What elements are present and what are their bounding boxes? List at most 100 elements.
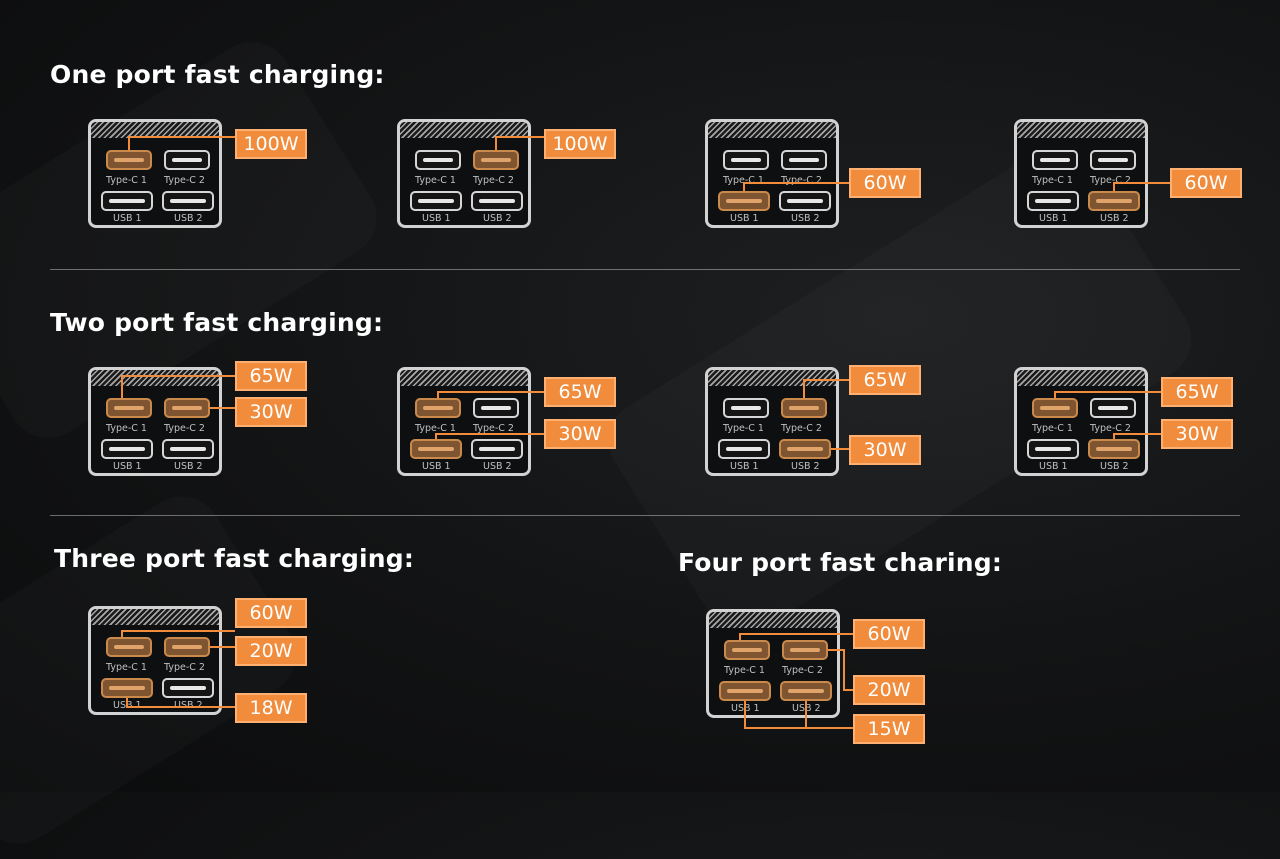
type-c-1-port — [106, 398, 152, 418]
usb-2-label: USB 2 — [174, 213, 203, 224]
type-c-1-port — [1032, 398, 1078, 418]
type-c-2-port — [1090, 398, 1136, 418]
power-badge: 20W — [235, 636, 307, 666]
wire-lines — [743, 182, 849, 191]
usb-2-label: USB 2 — [483, 213, 512, 224]
type-c-1-port — [723, 150, 769, 170]
usb-2-port — [162, 191, 214, 211]
charger-diagram: Type-C 1 Type-C 2 USB 1 USB 2 60W — [976, 108, 1280, 233]
type-c-2-port — [164, 637, 210, 657]
charger-vent — [400, 122, 528, 138]
type-c-1-label: Type-C 1 — [415, 423, 456, 434]
charger-vent — [1017, 122, 1145, 138]
usb-2-port — [471, 439, 523, 459]
type-c-1-label: Type-C 1 — [723, 423, 764, 434]
power-badge: 100W — [235, 129, 307, 159]
usb-2-label: USB 2 — [791, 213, 820, 224]
power-badge: 65W — [1161, 377, 1233, 407]
type-c-2-port — [781, 150, 827, 170]
type-c-2-label: Type-C 2 — [781, 175, 822, 186]
usb-1-port — [719, 681, 771, 701]
section-divider — [50, 515, 1240, 516]
type-c-1-label: Type-C 1 — [106, 175, 147, 186]
usb-2-port — [471, 191, 523, 211]
usb-1-port — [101, 439, 153, 459]
type-c-2-label: Type-C 2 — [164, 423, 205, 434]
wire-lines — [121, 375, 235, 409]
wire-lines — [495, 136, 544, 150]
section-heading-three-port: Three port fast charging: — [54, 544, 415, 573]
usb-1-label: USB 1 — [730, 213, 759, 224]
type-c-1-port — [1032, 150, 1078, 170]
charger-diagram: Type-C 1 Type-C 2 USB 1 USB 2 100W — [359, 108, 689, 233]
type-c-2-label: Type-C 2 — [1090, 423, 1131, 434]
usb-1-port — [101, 678, 153, 698]
usb-1-label: USB 1 — [422, 213, 451, 224]
type-c-2-port — [1090, 150, 1136, 170]
power-badge: 100W — [544, 129, 616, 159]
power-badge: 18W — [235, 693, 307, 723]
charger-diagram: Type-C 1 Type-C 2 USB 1 USB 2 65W 30W — [50, 356, 380, 481]
usb-2-label: USB 2 — [174, 461, 203, 472]
type-c-2-label: Type-C 2 — [1090, 175, 1131, 186]
charger-vent — [91, 122, 219, 138]
power-badge: 30W — [1161, 419, 1233, 449]
usb-2-label: USB 2 — [1100, 213, 1129, 224]
wire-lines — [128, 136, 235, 150]
usb-1-port — [718, 191, 770, 211]
type-c-1-label: Type-C 1 — [724, 665, 765, 676]
type-c-2-port — [781, 398, 827, 418]
section-heading-four-port: Four port fast charing: — [678, 548, 1003, 577]
type-c-1-port — [724, 640, 770, 660]
wire-lines — [803, 379, 849, 450]
type-c-2-port — [473, 150, 519, 170]
power-badge: 60W — [853, 619, 925, 649]
wire-lines — [121, 630, 235, 708]
power-badge: 15W — [853, 714, 925, 744]
type-c-1-label: Type-C 1 — [106, 423, 147, 434]
usb-1-label: USB 1 — [113, 461, 142, 472]
charger-vent — [400, 370, 528, 386]
charger-vent — [1017, 370, 1145, 386]
usb-1-port — [718, 439, 770, 459]
type-c-1-label: Type-C 1 — [106, 662, 147, 673]
power-badge: 30W — [544, 419, 616, 449]
type-c-2-port — [782, 640, 828, 660]
type-c-2-port — [473, 398, 519, 418]
type-c-1-label: Type-C 1 — [723, 175, 764, 186]
type-c-2-label: Type-C 2 — [473, 423, 514, 434]
charger-diagram: Type-C 1 Type-C 2 USB 1 USB 2 60W 20W 15… — [668, 598, 998, 744]
usb-1-port — [1027, 191, 1079, 211]
usb-2-port — [162, 678, 214, 698]
type-c-2-label: Type-C 2 — [782, 665, 823, 676]
charger-diagram: Type-C 1 Type-C 2 USB 1 USB 2 60W — [667, 108, 997, 233]
wire-lines — [1054, 391, 1161, 439]
charger-diagram: Type-C 1 Type-C 2 USB 1 USB 2 65W 30W — [667, 356, 997, 481]
usb-2-port — [779, 439, 831, 459]
usb-1-label: USB 1 — [1039, 213, 1068, 224]
section-divider — [50, 269, 1240, 270]
charger-vent — [708, 122, 836, 138]
usb-2-label: USB 2 — [483, 461, 512, 472]
charger-vent — [709, 612, 837, 628]
usb-1-port — [410, 439, 462, 459]
type-c-2-label: Type-C 2 — [164, 175, 205, 186]
type-c-1-port — [723, 398, 769, 418]
charger-diagram: Type-C 1 Type-C 2 USB 1 USB 2 65W 30W — [976, 356, 1280, 481]
section-heading-two-port: Two port fast charging: — [50, 308, 384, 337]
type-c-1-label: Type-C 1 — [1032, 175, 1073, 186]
wire-lines — [739, 633, 853, 729]
type-c-2-label: Type-C 2 — [164, 662, 205, 673]
usb-1-label: USB 1 — [422, 461, 451, 472]
type-c-1-port — [106, 150, 152, 170]
section-heading-one-port: One port fast charging: — [50, 60, 385, 89]
charger-diagram: Type-C 1 Type-C 2 USB 1 USB 2 65W 30W — [359, 356, 689, 481]
usb-1-label: USB 1 — [730, 461, 759, 472]
charger-vent — [91, 609, 219, 625]
usb-1-label: USB 1 — [1039, 461, 1068, 472]
power-badge: 60W — [1170, 168, 1242, 198]
power-badge: 65W — [235, 361, 307, 391]
usb-2-port — [1088, 191, 1140, 211]
type-c-1-port — [415, 150, 461, 170]
usb-1-port — [410, 191, 462, 211]
